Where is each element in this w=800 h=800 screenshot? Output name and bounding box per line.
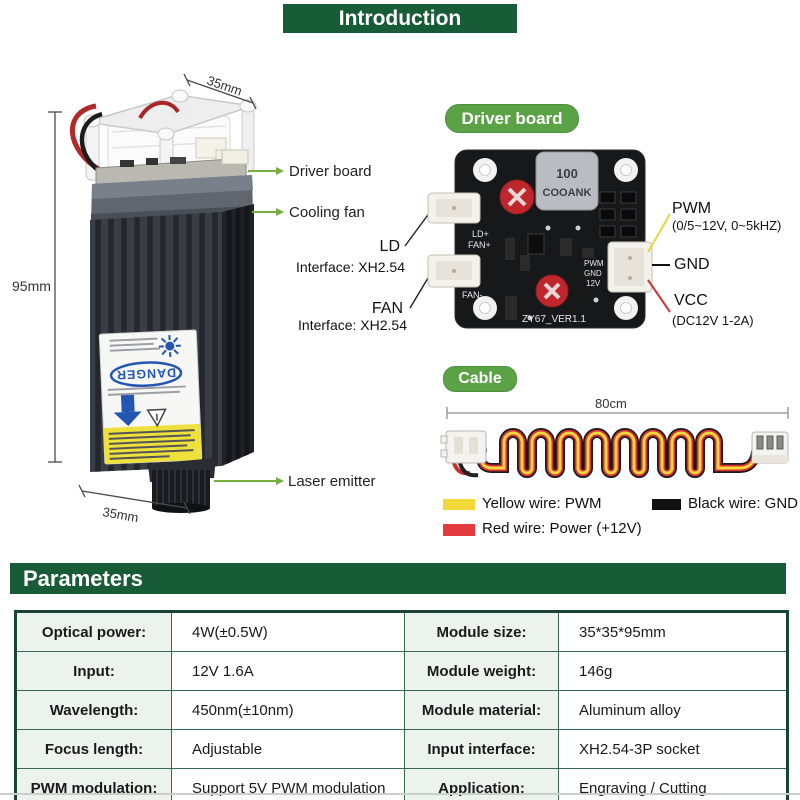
legend-black-label: Black wire: GND (688, 495, 799, 512)
cable-length-label: 80cm (595, 396, 627, 411)
param-value: Aluminum alloy (558, 690, 788, 730)
parameters-title: Parameters (23, 566, 143, 591)
inductor: 100 COOANK (535, 151, 599, 211)
param-label: PWM modulation: (15, 768, 172, 800)
cable-right-connector (751, 431, 789, 464)
param-label: Wavelength: (15, 690, 172, 730)
param-value: Adjustable (171, 729, 405, 769)
driver-board-section-title: Driver board (461, 108, 563, 128)
dimension-lines (48, 73, 257, 515)
silk-fan-minus: FAN- (462, 290, 483, 300)
param-label: Input: (15, 651, 172, 691)
param-label: Module size: (404, 611, 559, 652)
legend-swatch-red (443, 524, 475, 536)
danger-text: DANGER (116, 365, 177, 382)
intro-banner: Introduction (283, 4, 517, 33)
dim-bottom-label: 35mm (101, 504, 139, 525)
heatsink-side-fins (226, 204, 250, 466)
silk-12v: 12V (586, 279, 601, 288)
cable-section-title: Cable (458, 370, 502, 387)
silk-pwm: PWM (584, 259, 604, 268)
table-row: Focus length: Adjustable Input interface… (15, 729, 788, 769)
ld-connector (427, 192, 481, 224)
cable-left-connector (440, 430, 487, 478)
dim-left-label: 95mm (12, 278, 51, 294)
red-swatch (443, 524, 475, 536)
param-label: Application: (404, 768, 559, 800)
vcc-pin-label: VCC (674, 292, 708, 309)
cable-figure (440, 407, 789, 478)
param-value: 450nm(±10nm) (171, 690, 405, 730)
ld-label: LD (379, 238, 400, 255)
yellow-swatch (443, 499, 475, 510)
intro-title: Introduction (338, 6, 462, 30)
legend-yellow-label: Yellow wire: PWM (482, 495, 602, 512)
smd-components (505, 225, 599, 321)
param-value: Support 5V PWM modulation (171, 768, 405, 800)
inductor-value-text: 100 (556, 166, 578, 181)
mounting-holes (473, 158, 638, 320)
cable-serpentine (476, 428, 761, 478)
param-label: Optical power: (15, 611, 172, 652)
jumper-pads (599, 191, 637, 238)
param-label: Focus length: (15, 729, 172, 769)
dim-top-label: 35mm (205, 73, 244, 99)
cable-dimension-line (446, 407, 789, 419)
param-value: 35*35*95mm (558, 611, 788, 652)
black-swatch (652, 499, 681, 510)
cable-section-pill: Cable (443, 366, 517, 392)
fan-interface-label: Interface: XH2.54 (298, 317, 407, 333)
param-value: 4W(±0.5W) (171, 611, 405, 652)
silk-version: ZY67_VER1.1 (522, 314, 586, 325)
driver-board-section-pill: Driver board (445, 104, 579, 133)
parameters-table: Optical power: 4W(±0.5W) Module size: 35… (14, 610, 789, 800)
capacitors (499, 179, 569, 308)
silk-gnd: GND (584, 269, 602, 278)
module-driver-pcb (95, 149, 249, 187)
parameters-banner: Parameters (10, 563, 786, 594)
param-label: Input interface: (404, 729, 559, 769)
callout-driver-board: Driver board (289, 163, 372, 180)
callout-arrows (214, 167, 284, 485)
driver-board-figure: 100 COOANK (427, 149, 671, 329)
param-value: 12V 1.6A (171, 651, 405, 691)
input-connector (607, 241, 653, 293)
silk-ld-plus: LD+ (472, 229, 489, 239)
inductor-brand-text: COOANK (543, 187, 592, 199)
danger-sticker: DANGER (98, 329, 203, 465)
table-row: PWM modulation: Support 5V PWM modulatio… (15, 768, 788, 800)
gnd-pin-label: GND (674, 256, 710, 273)
callout-laser-emitter: Laser emitter (288, 473, 376, 490)
section-divider (0, 793, 800, 795)
pwm-pin-label: PWM (672, 200, 712, 217)
param-label: Module material: (404, 690, 559, 730)
param-value: XH2.54-3P socket (558, 729, 788, 769)
silk-fan-plus: FAN+ (468, 240, 491, 250)
laser-emitter-figure (148, 458, 216, 513)
vcc-pin-detail: (DC12V 1-2A) (672, 313, 754, 328)
fan-connector (427, 254, 481, 288)
param-value: 146g (558, 651, 788, 691)
laser-module-figure: DANGER (69, 89, 257, 513)
table-row: Optical power: 4W(±0.5W) Module size: 35… (15, 611, 788, 652)
ld-interface-label: Interface: XH2.54 (296, 259, 405, 275)
legend-swatch-black (652, 499, 681, 510)
callout-cooling-fan: Cooling fan (289, 204, 365, 221)
table-row: Input: 12V 1.6A Module weight: 146g (15, 651, 788, 691)
legend-red-label: Red wire: Power (+12V) (482, 520, 642, 537)
table-row: Wavelength: 450nm(±10nm) Module material… (15, 690, 788, 730)
legend-swatch-yellow (443, 499, 475, 510)
fan-label: FAN (371, 300, 403, 317)
pin-leader-wires (647, 213, 671, 313)
param-value: Engraving / Cutting (558, 768, 788, 800)
param-label: Module weight: (404, 651, 559, 691)
warning-triangle-icon (146, 408, 167, 428)
laser-starburst-icon (158, 335, 181, 358)
down-arrow-icon (113, 394, 142, 426)
pwm-pin-detail: (0/5~12V, 0~5kHZ) (672, 218, 782, 233)
